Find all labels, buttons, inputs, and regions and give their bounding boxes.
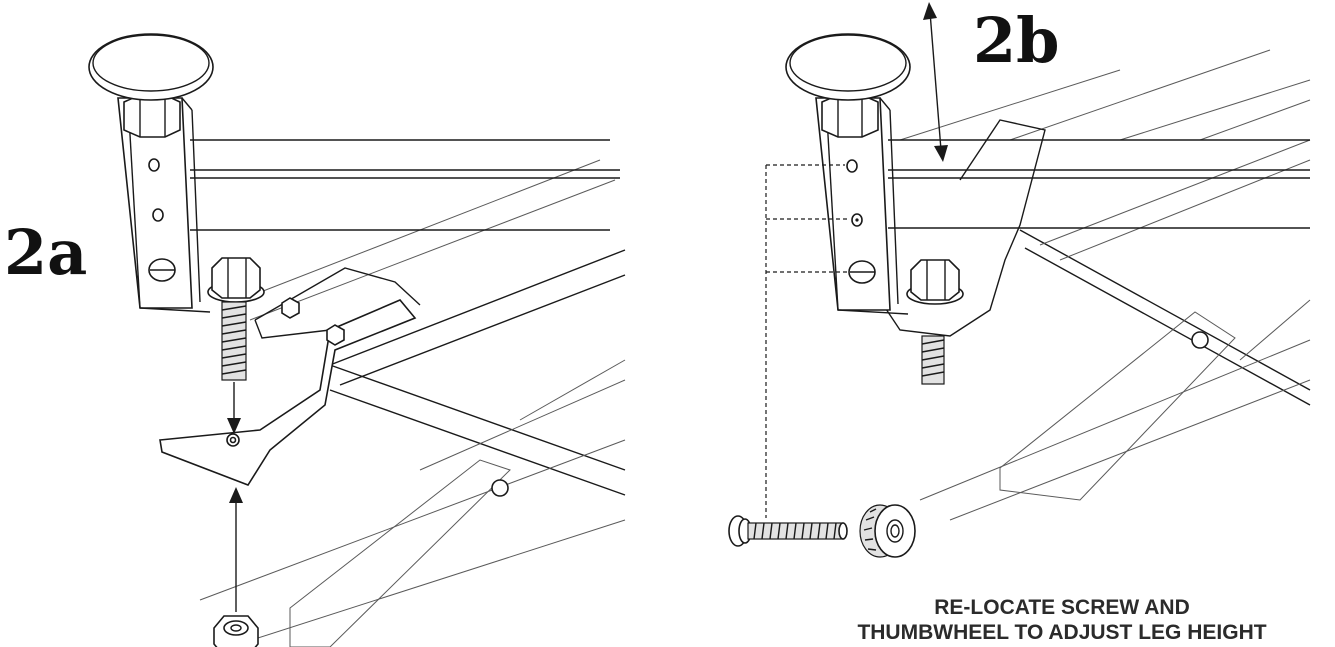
leg-bracket-icon — [815, 94, 909, 315]
frame-rails-right — [899, 49, 1311, 521]
foot-pad-icon — [88, 33, 214, 101]
lock-nut-icon — [213, 615, 259, 647]
thumbwheel-icon — [859, 504, 916, 558]
frame-rails-left — [199, 159, 626, 647]
mounting-plate-icon — [159, 267, 421, 486]
step-label-2b: 2b — [973, 4, 1060, 77]
hole-leader-lines — [765, 164, 850, 518]
adjust-arrow-icon — [923, 2, 948, 162]
caption-line-1: RE-LOCATE SCREW AND — [934, 596, 1190, 619]
instruction-caption: RE-LOCATE SCREW AND THUMBWHEEL TO ADJUST… — [794, 595, 1330, 645]
caption-line-2: THUMBWHEEL TO ADJUST LEG HEIGHT — [857, 621, 1267, 644]
hex-bolt-right — [906, 259, 964, 385]
crossbar-left — [190, 139, 620, 231]
insert-arrow-icon — [227, 382, 241, 434]
nut-arrow-icon — [229, 487, 243, 612]
support-fin-right — [999, 311, 1236, 501]
crossbar-right — [888, 139, 1310, 229]
foot-pad-icon — [785, 33, 911, 101]
hex-bolt-icon — [207, 257, 265, 381]
step-label-2a: 2a — [4, 216, 88, 289]
fin-bolt-left — [491, 479, 509, 497]
left-panel — [88, 33, 626, 647]
leg-bracket-icon — [117, 94, 211, 313]
screw-icon — [728, 515, 848, 547]
fin-bolt-right — [1191, 331, 1209, 349]
right-panel — [728, 2, 1311, 558]
support-fin-left — [289, 459, 511, 647]
mounting-plate-right — [879, 119, 1046, 337]
